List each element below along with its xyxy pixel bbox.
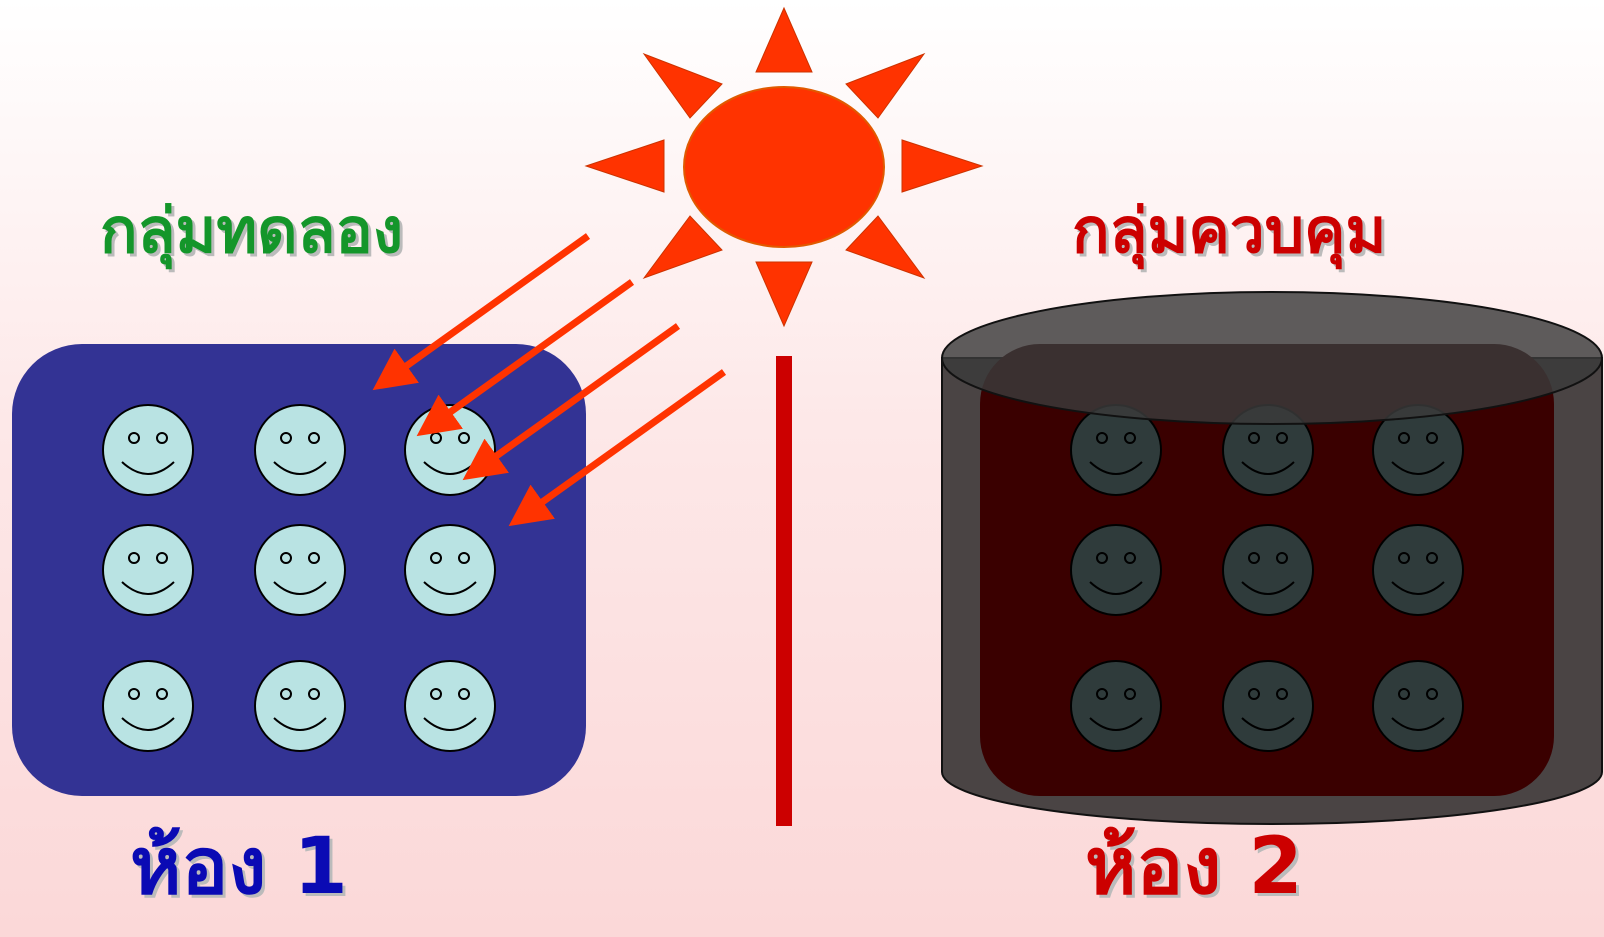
ray-arrow xyxy=(462,323,681,481)
person-smiley-icon xyxy=(404,524,496,616)
room-2-people xyxy=(1070,404,1464,752)
person-smiley-icon xyxy=(1070,524,1162,616)
ray-arrow xyxy=(416,279,635,437)
person-smiley-icon xyxy=(254,524,346,616)
person-smiley-icon xyxy=(102,660,194,752)
ray-arrow xyxy=(372,233,591,391)
person-smiley-icon xyxy=(1372,524,1464,616)
ray-arrow xyxy=(508,369,727,527)
person-smiley-icon xyxy=(1222,524,1314,616)
room-1-label: ห้อง 1 xyxy=(130,822,348,912)
cover-lid xyxy=(941,291,1603,425)
light-rays xyxy=(372,233,727,527)
room-2-label: ห้อง 2 xyxy=(1085,822,1303,912)
room-1-people xyxy=(102,404,496,752)
person-smiley-icon xyxy=(404,404,496,496)
person-smiley-icon xyxy=(102,524,194,616)
person-smiley-icon xyxy=(1372,660,1464,752)
person-smiley-icon xyxy=(1222,660,1314,752)
sun-icon xyxy=(584,6,984,328)
person-smiley-icon xyxy=(254,404,346,496)
person-smiley-icon xyxy=(254,660,346,752)
person-smiley-icon xyxy=(102,404,194,496)
control-group-label: กลุ่มควบคุม xyxy=(1072,194,1387,267)
experimental-group-label: กลุ่มทดลอง xyxy=(100,194,404,267)
person-smiley-icon xyxy=(1070,660,1162,752)
divider-line xyxy=(776,356,792,826)
person-smiley-icon xyxy=(404,660,496,752)
